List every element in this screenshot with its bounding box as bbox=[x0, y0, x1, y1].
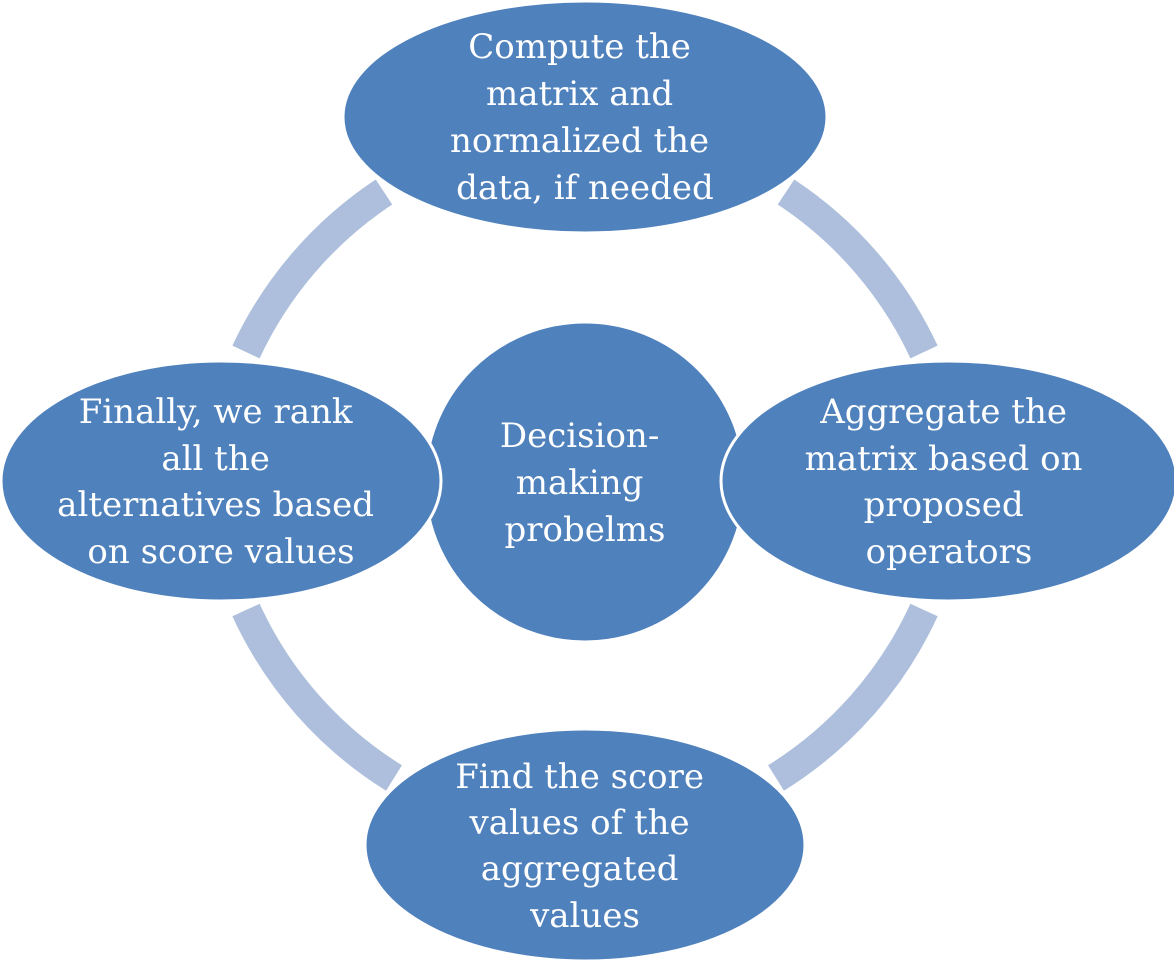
center-label-line: Decision- bbox=[500, 416, 659, 456]
step-label-line: Find the score bbox=[455, 757, 704, 797]
step-label: Aggregate the matrix based on proposed o… bbox=[805, 392, 1094, 572]
step-label-line: values bbox=[529, 896, 640, 936]
step-label-line: proposed bbox=[864, 485, 1024, 525]
step-node-rank-alternatives: Finally, we rank all the alternatives ba… bbox=[0, 359, 443, 603]
step-label-line: operators bbox=[866, 532, 1033, 572]
arc-bottom-right bbox=[768, 603, 938, 791]
ring-arcs bbox=[232, 179, 938, 791]
step-label: Compute the matrix and normalized the da… bbox=[450, 27, 720, 208]
step-ellipse bbox=[363, 727, 807, 963]
center-label-line: probelms bbox=[505, 510, 666, 550]
step-ellipse bbox=[341, 0, 829, 235]
step-label-line: data, if needed bbox=[456, 168, 714, 208]
step-label-line: matrix based on bbox=[805, 439, 1083, 479]
step-ellipse bbox=[0, 359, 443, 603]
arc-top-right bbox=[777, 179, 938, 359]
arc-bottom-left bbox=[232, 603, 402, 791]
step-node-aggregate-matrix: Aggregate the matrix based on proposed o… bbox=[719, 359, 1174, 603]
center-label-line: making bbox=[516, 463, 644, 503]
step-node-find-score-values: Find the score values of the aggregated … bbox=[363, 727, 807, 963]
step-label-line: on score values bbox=[87, 532, 354, 572]
step-label: Finally, we rank all the alternatives ba… bbox=[57, 392, 385, 572]
step-label-line: normalized the bbox=[450, 121, 709, 161]
step-label: Find the score values of the aggregated … bbox=[455, 757, 715, 936]
step-node-compute-matrix: Compute the matrix and normalized the da… bbox=[341, 0, 829, 235]
step-ellipse bbox=[719, 359, 1174, 603]
arc-top-left bbox=[232, 179, 393, 359]
step-label-line: values of the bbox=[469, 803, 690, 843]
center-label: Decision- making probelms bbox=[500, 416, 670, 550]
step-label-line: Finally, we rank bbox=[79, 392, 353, 432]
step-label-line: all the bbox=[161, 439, 270, 479]
step-label-line: matrix and bbox=[486, 74, 673, 114]
step-label-line: Compute the bbox=[468, 27, 691, 67]
step-label-line: Aggregate the bbox=[819, 392, 1067, 432]
step-label-line: aggregated bbox=[481, 849, 679, 889]
center-node: Decision- making probelms bbox=[423, 320, 747, 644]
step-label-line: alternatives based bbox=[57, 485, 374, 525]
